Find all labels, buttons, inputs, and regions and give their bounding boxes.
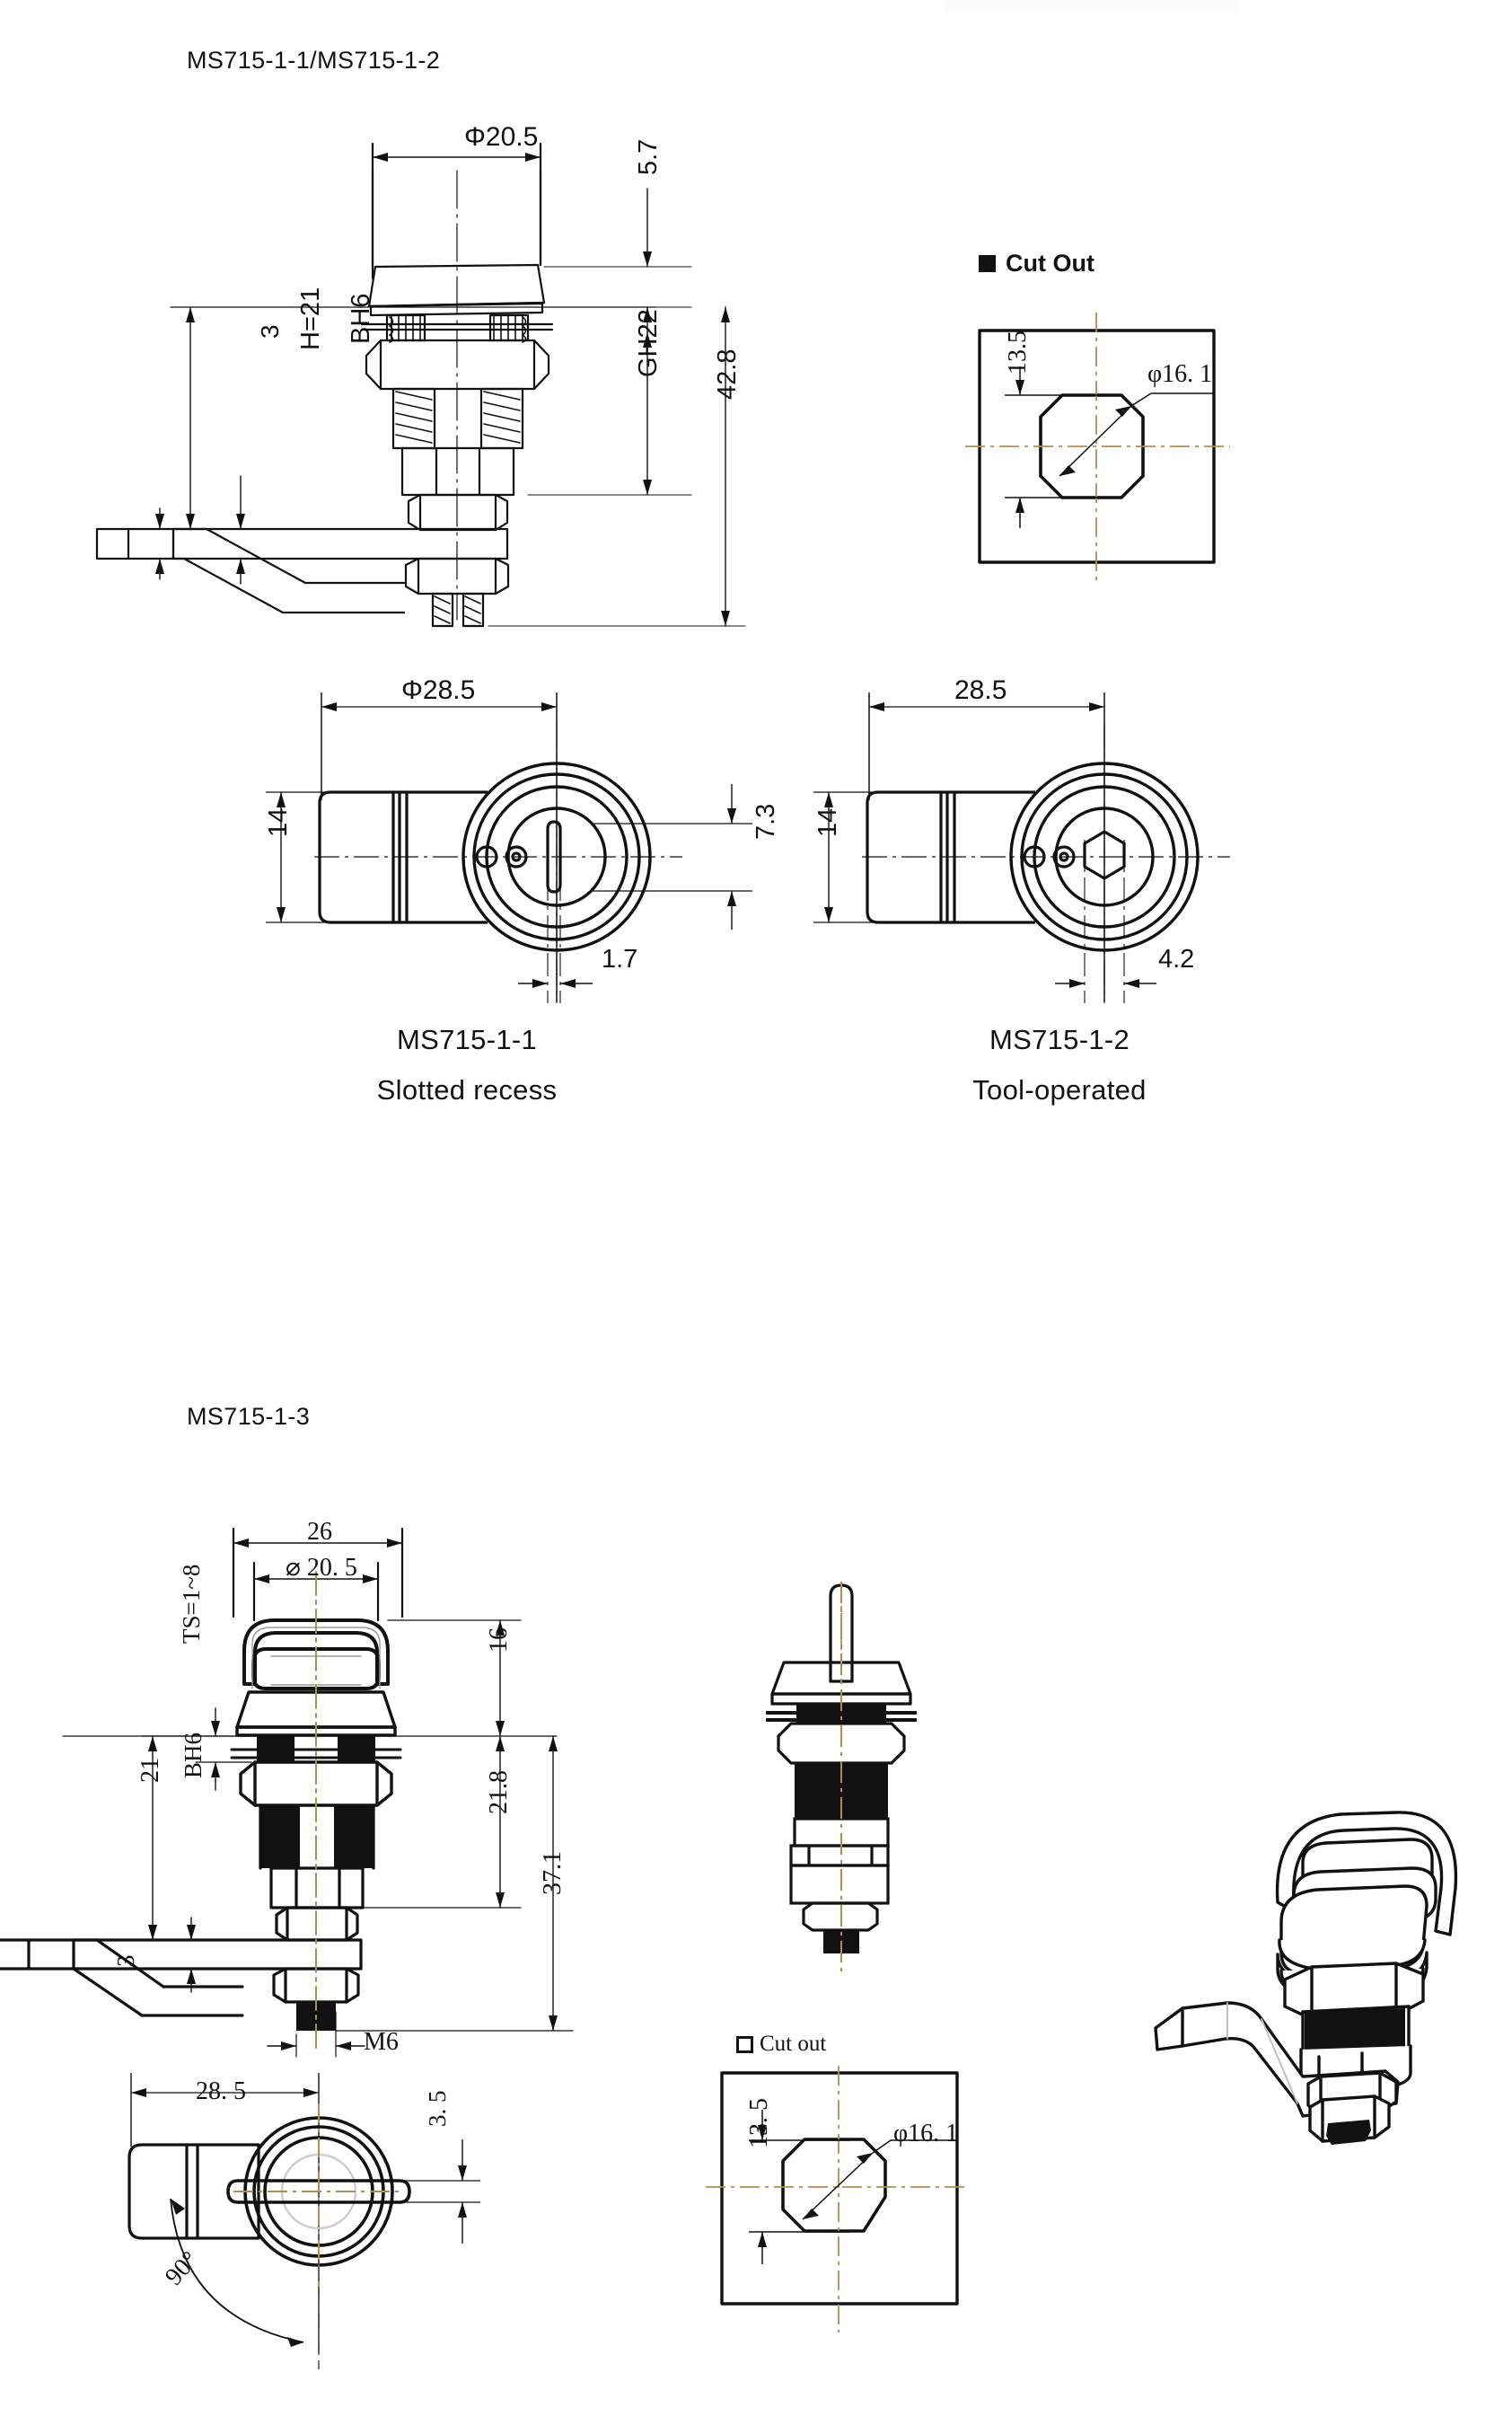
cutout-heading-label-bottom: Cut out [760, 2032, 827, 2056]
dim-bh6-b: BH6 [180, 1732, 207, 1778]
dim-plan-28-5: 28. 5 [196, 2077, 246, 2105]
caption-ms715-1-2-desc: Tool-operated [972, 1074, 1147, 1106]
cutout-heading-top: Cut Out [979, 250, 1094, 278]
dim-total-37-1: 37.1 [539, 1851, 567, 1895]
cutout-heading-bottom: Cut out [736, 2032, 826, 2057]
dim-wing-16: 16 [485, 1627, 513, 1653]
dim-hex-4-2: 4.2 [1158, 945, 1195, 974]
dim-cut-13-5: 13.5 [1004, 331, 1032, 375]
dim-42-8: 42.8 [713, 348, 742, 400]
dim-cam-3: 3 [256, 324, 284, 339]
dim-cam-3-b: 3 [112, 1954, 139, 1968]
dim-5-7: 5.7 [634, 138, 663, 175]
dim-h-21: H=21 [296, 287, 325, 350]
dim-cam-14-b: 14 [813, 807, 842, 837]
dim-cam-14: 14 [264, 807, 293, 837]
caption-ms715-1-1-desc: Slotted recess [376, 1074, 558, 1106]
dim-cut-dia-16-1: φ16. 1 [1147, 360, 1213, 388]
dim-rec-1-7: 1.7 [602, 945, 638, 974]
dim-cut-dia-16-1-b: φ16. 1 [893, 2120, 959, 2147]
cutout-view-bottom [706, 2066, 970, 2332]
open-square-icon [736, 2035, 753, 2053]
plan-view-ms715-1-3 [127, 2073, 480, 2369]
side-elevation-ms715-1-3 [766, 1582, 917, 1971]
front-elevation-ms715-1-3 [0, 1527, 574, 2058]
dim-rec-7-3: 7.3 [752, 803, 780, 840]
section-title-top: MS715-1-1/MS715-1-2 [187, 47, 441, 74]
dim-dia-20-5: Φ20.5 [464, 122, 539, 152]
dim-thread-m6: M6 [364, 2028, 399, 2056]
dim-21: 21 [136, 1758, 164, 1783]
plan-view-ms715-1-1 [266, 692, 752, 1003]
filled-square-icon [979, 255, 996, 272]
front-elevation-top [95, 142, 746, 628]
dim-plan-3-5: 3. 5 [424, 2090, 451, 2128]
dim-bh6: BH6 [347, 293, 375, 344]
dim-len-28-5: 28.5 [954, 675, 1007, 705]
dim-gh22: GH22 [634, 309, 663, 377]
plan-view-ms715-1-2 [813, 692, 1230, 1003]
caption-ms715-1-2-code: MS715-1-2 [989, 1024, 1130, 1055]
cutout-view-top [965, 313, 1230, 586]
header-strip [943, 0, 1239, 11]
dim-body-21-8: 21.8 [485, 1770, 513, 1814]
isometric-product-view [1154, 1811, 1458, 2145]
dim-ts-range: TS=1~8 [178, 1564, 205, 1644]
cutout-heading-label-top: Cut Out [1006, 250, 1094, 277]
section-title-bottom: MS715-1-3 [187, 1403, 311, 1430]
dim-wing-26: 26 [307, 1518, 332, 1546]
dim-dia-20-5-b: ⌀ 20. 5 [286, 1554, 357, 1582]
dim-dia-28-5: Φ28.5 [401, 675, 476, 705]
caption-ms715-1-1-code: MS715-1-1 [396, 1024, 538, 1055]
dim-cut-13-5-b: 13. 5 [745, 2098, 773, 2148]
